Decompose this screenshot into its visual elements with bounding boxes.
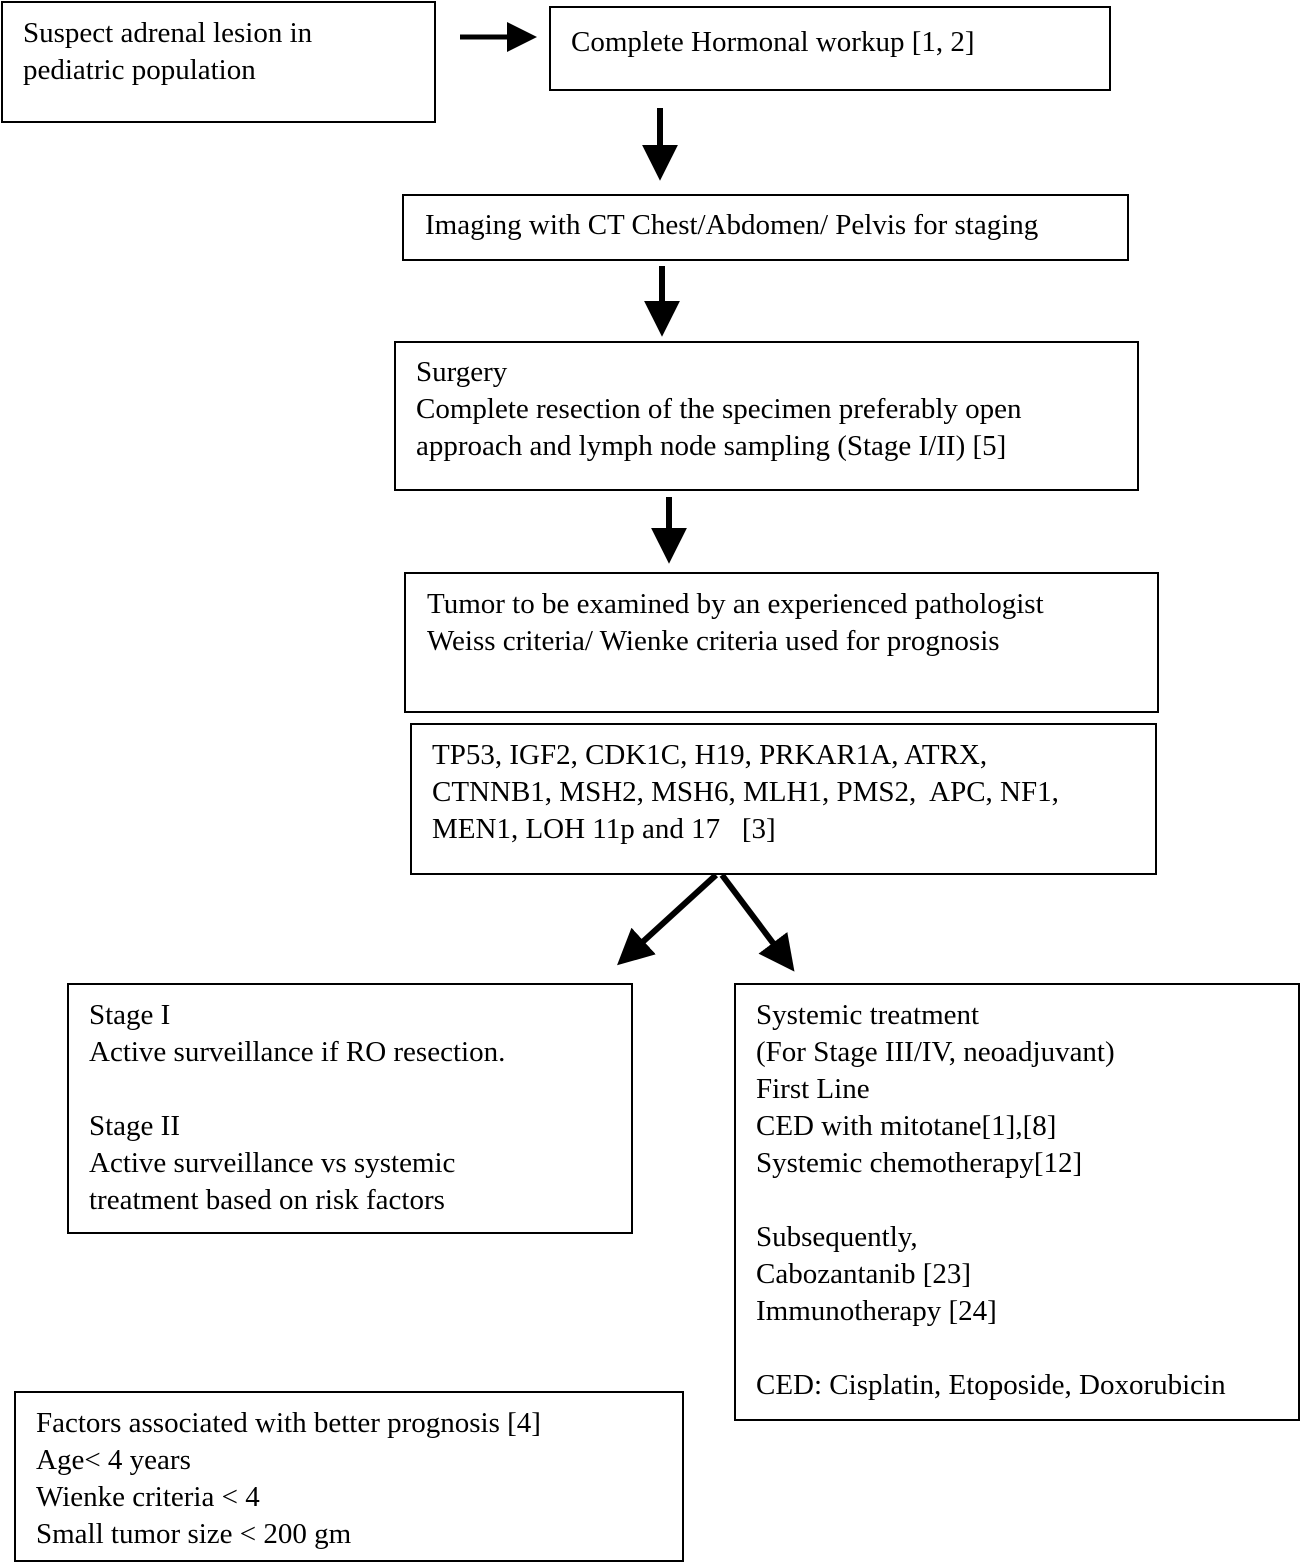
start-box: Suspect adrenal lesion in pediatric popu… [1, 1, 436, 123]
surgery-line-2: Complete resection of the specimen prefe… [416, 393, 1022, 425]
first-line-label: First Line [756, 1073, 870, 1105]
hormonal-workup-text: Complete Hormonal workup [1, 2] [571, 26, 975, 58]
genetics-line-1: TP53, IGF2, CDK1C, H19, PRKAR1A, ATRX, [432, 739, 988, 771]
subsequent-item-1: Cabozantanib [23] [756, 1258, 972, 1290]
spacer [756, 1330, 1298, 1367]
surgery-title: Surgery [416, 356, 508, 388]
arrow-genetics-to-stages [617, 872, 719, 966]
spacer [89, 1071, 631, 1108]
prognosis-item-3: Small tumor size < 200 gm [36, 1518, 352, 1550]
start-line-1: Suspect adrenal lesion in [23, 17, 313, 49]
stage2-line-1: Active surveillance vs systemic [89, 1147, 456, 1179]
subsequent-label: Subsequently, [756, 1221, 918, 1253]
stage1-text: Active surveillance if RO resection. [89, 1036, 506, 1068]
stage2-title: Stage II [89, 1110, 180, 1142]
pathology-line-2: Weiss criteria/ Wienke criteria used for… [427, 625, 1000, 657]
spacer [756, 1182, 1298, 1219]
first-line-item-2: Systemic chemotherapy[12] [756, 1147, 1083, 1179]
pathology-box: Tumor to be examined by an experienced p… [404, 572, 1159, 713]
systemic-subtitle: (For Stage III/IV, neoadjuvant) [756, 1036, 1115, 1068]
genetics-box: TP53, IGF2, CDK1C, H19, PRKAR1A, ATRX, C… [410, 723, 1157, 875]
systemic-title: Systemic treatment [756, 999, 980, 1031]
prognosis-box: Factors associated with better prognosis… [14, 1391, 684, 1562]
hormonal-workup-box: Complete Hormonal workup [1, 2] [549, 6, 1111, 91]
stage2-line-2: treatment based on risk factors [89, 1184, 445, 1216]
pathology-line-1: Tumor to be examined by an experienced p… [427, 588, 1044, 620]
genetics-line-2: CTNNB1, MSH2, MSH6, MLH1, PMS2, APC, NF1… [432, 776, 1059, 808]
imaging-text: Imaging with CT Chest/Abdomen/ Pelvis fo… [425, 209, 1039, 241]
start-line-2: pediatric population [23, 54, 256, 86]
genetics-line-3: MEN1, LOH 11p and 17 [3] [432, 813, 776, 845]
stage1-title: Stage I [89, 999, 171, 1031]
prognosis-item-1: Age< 4 years [36, 1444, 191, 1476]
surgery-line-3: approach and lymph node sampling (Stage … [416, 430, 1007, 462]
prognosis-item-2: Wienke criteria < 4 [36, 1481, 260, 1513]
surgery-box: Surgery Complete resection of the specim… [394, 341, 1139, 491]
first-line-item-1: CED with mitotane[1],[8] [756, 1110, 1057, 1142]
systemic-treatment-box: Systemic treatment (For Stage III/IV, ne… [734, 983, 1300, 1421]
prognosis-title: Factors associated with better prognosis… [36, 1407, 541, 1439]
ced-footnote: CED: Cisplatin, Etoposide, Doxorubicin [756, 1369, 1226, 1401]
stages-box: Stage I Active surveillance if RO resect… [67, 983, 633, 1234]
imaging-box: Imaging with CT Chest/Abdomen/ Pelvis fo… [402, 194, 1129, 261]
arrow-genetics-to-systemic [719, 873, 795, 972]
subsequent-item-2: Immunotherapy [24] [756, 1295, 997, 1327]
